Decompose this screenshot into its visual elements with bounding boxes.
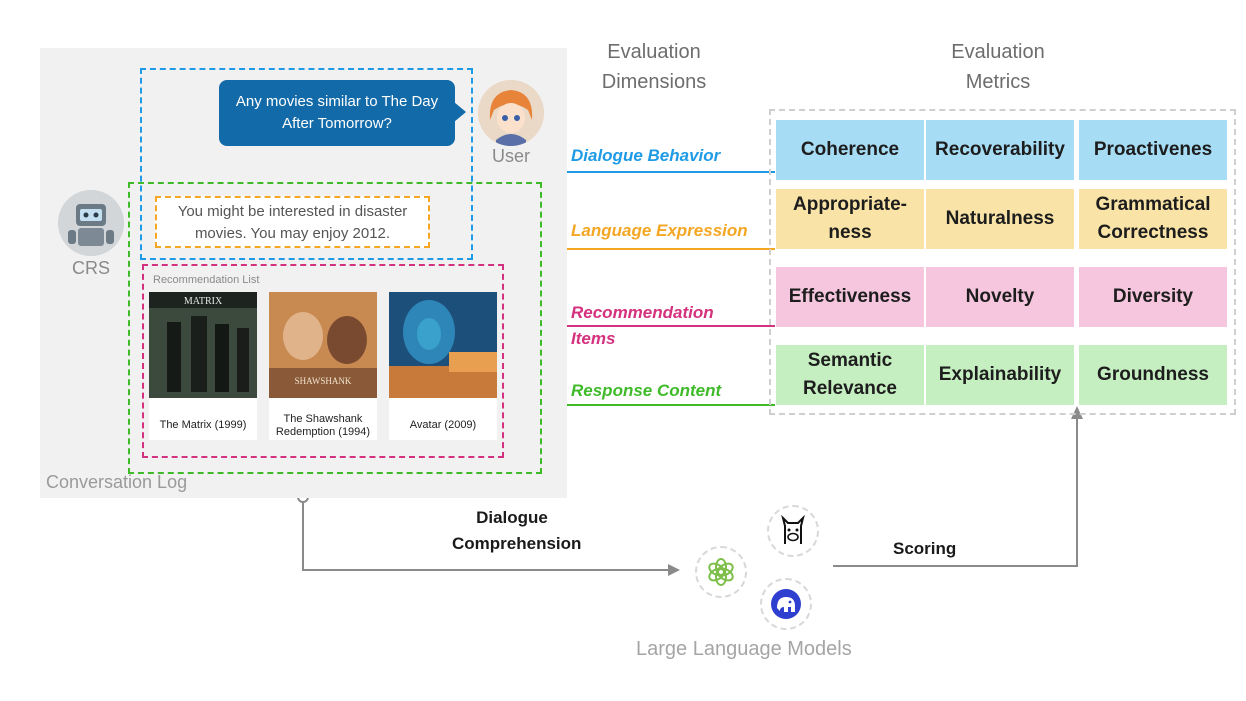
dimensions-heading-line: Evaluation xyxy=(607,41,701,63)
metric-cell: Grammatical Correctness xyxy=(1079,189,1227,249)
recommendation-list-title: Recommendation List xyxy=(153,274,260,286)
metric-cell: Diversity xyxy=(1079,267,1227,327)
metric-cell: Recoverability xyxy=(926,120,1074,180)
metric-cell: Effectiveness xyxy=(776,267,924,327)
user-message-bubble: Any movies similar to The Day After Tomo… xyxy=(219,80,455,146)
dimensions-heading: Evaluation Dimensions xyxy=(574,37,734,97)
matrix-poster-icon: MATRIX xyxy=(149,292,257,398)
crs-label: CRS xyxy=(72,258,111,278)
conversation-log-label: Conversation Log xyxy=(46,472,188,492)
movie-card: Avatar (2009) xyxy=(389,292,497,440)
comprehension-arrow xyxy=(302,502,670,571)
dimensions-heading-line: Dimensions xyxy=(601,71,707,93)
bubble-tail xyxy=(454,102,466,122)
movie-title: The Matrix (1999) xyxy=(159,419,247,431)
movie-title: Avatar (2009) xyxy=(409,419,477,431)
response-content-box xyxy=(128,182,542,474)
dimension-language-expression: Language Expression xyxy=(571,221,748,240)
movie-card: MATRIX The Matrix (1999) xyxy=(149,292,257,440)
metric-cell: Appropriate-ness xyxy=(776,189,924,249)
metric-cell: Explainability xyxy=(926,345,1074,405)
llm-label: Large Language Models xyxy=(636,638,852,660)
crs-reply-text: You might be interested in disaster movi… xyxy=(155,196,430,248)
robot-icon xyxy=(58,190,124,256)
avatar-poster-icon xyxy=(389,292,497,398)
user-label: User xyxy=(492,146,531,166)
poster-title-text: MATRIX xyxy=(184,296,223,307)
metric-cell: Naturalness xyxy=(926,189,1074,249)
elephant-icon xyxy=(760,578,812,630)
comprehension-arrowhead xyxy=(668,564,680,576)
scoring-arrow xyxy=(833,418,1078,567)
metric-cell: Groundness xyxy=(1079,345,1227,405)
poster-title-text: SHAWSHANK xyxy=(295,376,352,386)
metric-cell: Semantic Relevance xyxy=(776,345,924,405)
dimension-recommendation-items: Recommendation Items xyxy=(571,303,714,348)
llama-icon xyxy=(767,505,819,557)
metric-cell: Novelty xyxy=(926,267,1074,327)
recommendation-list-box xyxy=(142,264,504,458)
metric-cell: Proactivenes xyxy=(1079,120,1227,180)
dialogue-behavior-box xyxy=(140,68,473,260)
metric-cell: Coherence xyxy=(776,120,924,180)
scoring-label: Scoring xyxy=(893,539,957,558)
metrics-heading-line: Evaluation xyxy=(951,41,1045,63)
movie-card: SHAWSHANK The Shawshank Redemption (1994… xyxy=(269,292,377,440)
metrics-frame xyxy=(769,109,1236,415)
user-avatar-icon xyxy=(478,80,544,146)
dimension-dialogue-behavior: Dialogue Behavior xyxy=(571,146,721,165)
openai-icon xyxy=(695,546,747,598)
metrics-heading: Evaluation Metrics xyxy=(918,37,1078,97)
metrics-heading-line: Metrics xyxy=(965,71,1031,93)
dimension-response-content: Response Content xyxy=(571,381,722,400)
scoring-arrowhead xyxy=(1071,406,1083,419)
shawshank-poster-icon: SHAWSHANK xyxy=(269,292,377,398)
dialogue-comprehension-label: Dialogue Comprehension xyxy=(452,508,582,553)
movie-title: The Shawshank Redemption (1994) xyxy=(275,412,371,438)
